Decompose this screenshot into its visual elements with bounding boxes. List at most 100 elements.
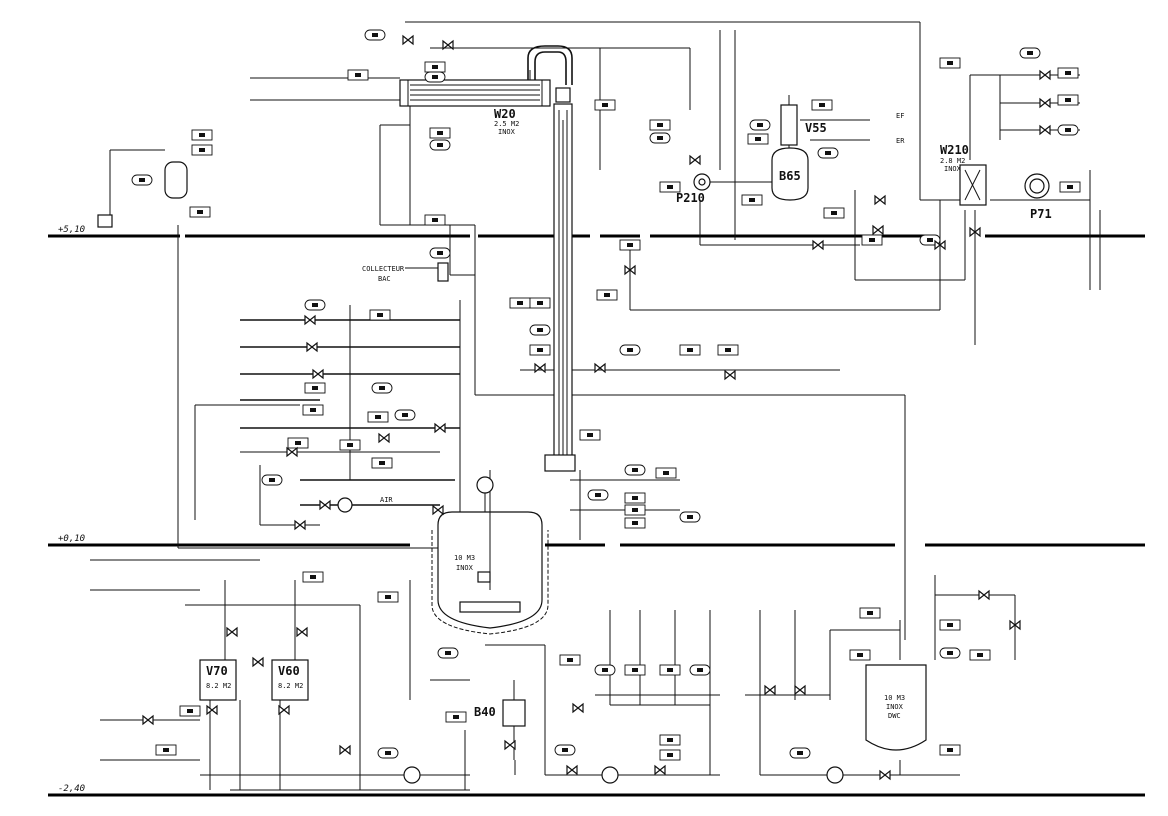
instrument-tag — [624, 664, 646, 676]
valve-icon — [969, 226, 981, 238]
bottom-pumps — [403, 766, 844, 784]
instrument-tag — [377, 747, 399, 759]
valve-icon — [1009, 619, 1021, 631]
valve-icon — [312, 368, 324, 380]
valve-icon — [504, 739, 516, 751]
vessel-b40: B40 — [474, 680, 526, 760]
b65-tag: B65 — [779, 169, 801, 183]
valve-icon — [654, 764, 666, 776]
valves — [142, 34, 1051, 781]
instrument-tag — [659, 734, 681, 746]
instrument-tag — [717, 344, 739, 356]
valve-icon — [812, 239, 824, 251]
instrument-tag — [624, 464, 646, 476]
condenser-spec1: 2.5 M2 — [494, 120, 519, 128]
instrument-tag — [424, 214, 446, 226]
pump-p210: P210 — [676, 173, 772, 205]
instrument-tag — [1057, 94, 1079, 106]
valve-icon — [226, 626, 238, 638]
instrument-tag — [377, 591, 399, 603]
instrument-tag — [429, 139, 451, 151]
distillation-column — [527, 45, 576, 472]
valve-icon — [594, 362, 606, 374]
v55-tag: V55 — [805, 121, 827, 135]
reactor-spec2: INOX — [456, 564, 474, 572]
w210-tag: W210 — [940, 143, 969, 157]
instrument-tag — [364, 29, 386, 41]
instrument-tag — [624, 492, 646, 504]
instrument-tag — [424, 71, 446, 83]
valve-icon — [872, 224, 884, 236]
valve-icon — [434, 422, 446, 434]
er-label: ER — [896, 137, 905, 145]
valve-icon — [296, 626, 308, 638]
valve-icon — [572, 702, 584, 714]
instrument-tag — [679, 511, 701, 523]
instrument-tag — [861, 234, 883, 246]
tank-spec1: 10 M3 — [884, 694, 905, 702]
v70-tag: V70 — [206, 664, 228, 678]
instrument-tag — [371, 457, 393, 469]
instrument-tag — [749, 119, 771, 131]
valve-icon — [294, 519, 306, 531]
valve-icon — [252, 656, 264, 668]
instrument-tag — [624, 504, 646, 516]
instrument-tag — [261, 474, 283, 486]
valve-icon — [1039, 69, 1051, 81]
level-label-lower: -2,40 — [58, 784, 85, 794]
condenser-spec2: INOX — [498, 128, 516, 136]
receiver-b65: B65 V55 EF ER — [771, 95, 905, 201]
valve-icon — [764, 684, 776, 696]
p71-tag: P71 — [1030, 207, 1052, 221]
filter-v70: V70 8.2 M2 — [199, 659, 237, 701]
instrument-tag — [131, 174, 153, 186]
piping — [90, 21, 1101, 791]
instrument-tag — [369, 309, 391, 321]
instrument-tag — [659, 181, 681, 193]
w210-spec2: INOX — [944, 165, 962, 173]
instrument-tag — [939, 57, 961, 69]
small-vessel-left — [97, 161, 188, 228]
instrument-tag — [659, 749, 681, 761]
valve-icon — [142, 714, 154, 726]
instrument-tag — [304, 299, 326, 311]
valve-icon — [304, 314, 316, 326]
valve-icon — [1039, 124, 1051, 136]
instrument-tag — [619, 344, 641, 356]
instrument-tag — [1059, 181, 1081, 193]
valve-icon — [879, 769, 891, 781]
valve-icon — [1039, 97, 1051, 109]
instrument-tag — [594, 99, 616, 111]
instrument-tag — [689, 664, 711, 676]
reactor-10m3: 10 M3 INOX — [431, 470, 549, 635]
instrument-tag — [394, 409, 416, 421]
w210-spec1: 2.8 M2 — [940, 157, 965, 165]
instrument-tag — [347, 69, 369, 81]
valve-icon — [624, 264, 636, 276]
instrument-tag — [579, 429, 601, 441]
tank-spec2: INOX — [886, 703, 904, 711]
instrument-tag — [191, 129, 213, 141]
bac-label: BAC — [378, 275, 391, 283]
instrument-tag — [659, 664, 681, 676]
instrument-tag — [302, 404, 324, 416]
instrument-tag — [823, 207, 845, 219]
instrument-tag — [445, 711, 467, 723]
instrument-tag — [302, 571, 324, 583]
filter-v60: V60 8.2 M2 — [271, 659, 309, 701]
instrument-tag — [939, 647, 961, 659]
instrument-tag — [619, 239, 641, 251]
valve-icon — [378, 432, 390, 444]
valve-icon — [442, 39, 454, 51]
instrument-tag — [741, 194, 763, 206]
p210-tag: P210 — [676, 191, 705, 205]
instrument-tag — [179, 705, 201, 717]
instrument-tag — [529, 344, 551, 356]
reactor-spec1: 10 M3 — [454, 554, 475, 562]
instrument-tag — [859, 607, 881, 619]
instrument-tag — [655, 467, 677, 479]
v70-spec: 8.2 M2 — [206, 682, 231, 690]
pump-p71: P71 — [1024, 173, 1052, 221]
valve-icon — [319, 499, 331, 511]
